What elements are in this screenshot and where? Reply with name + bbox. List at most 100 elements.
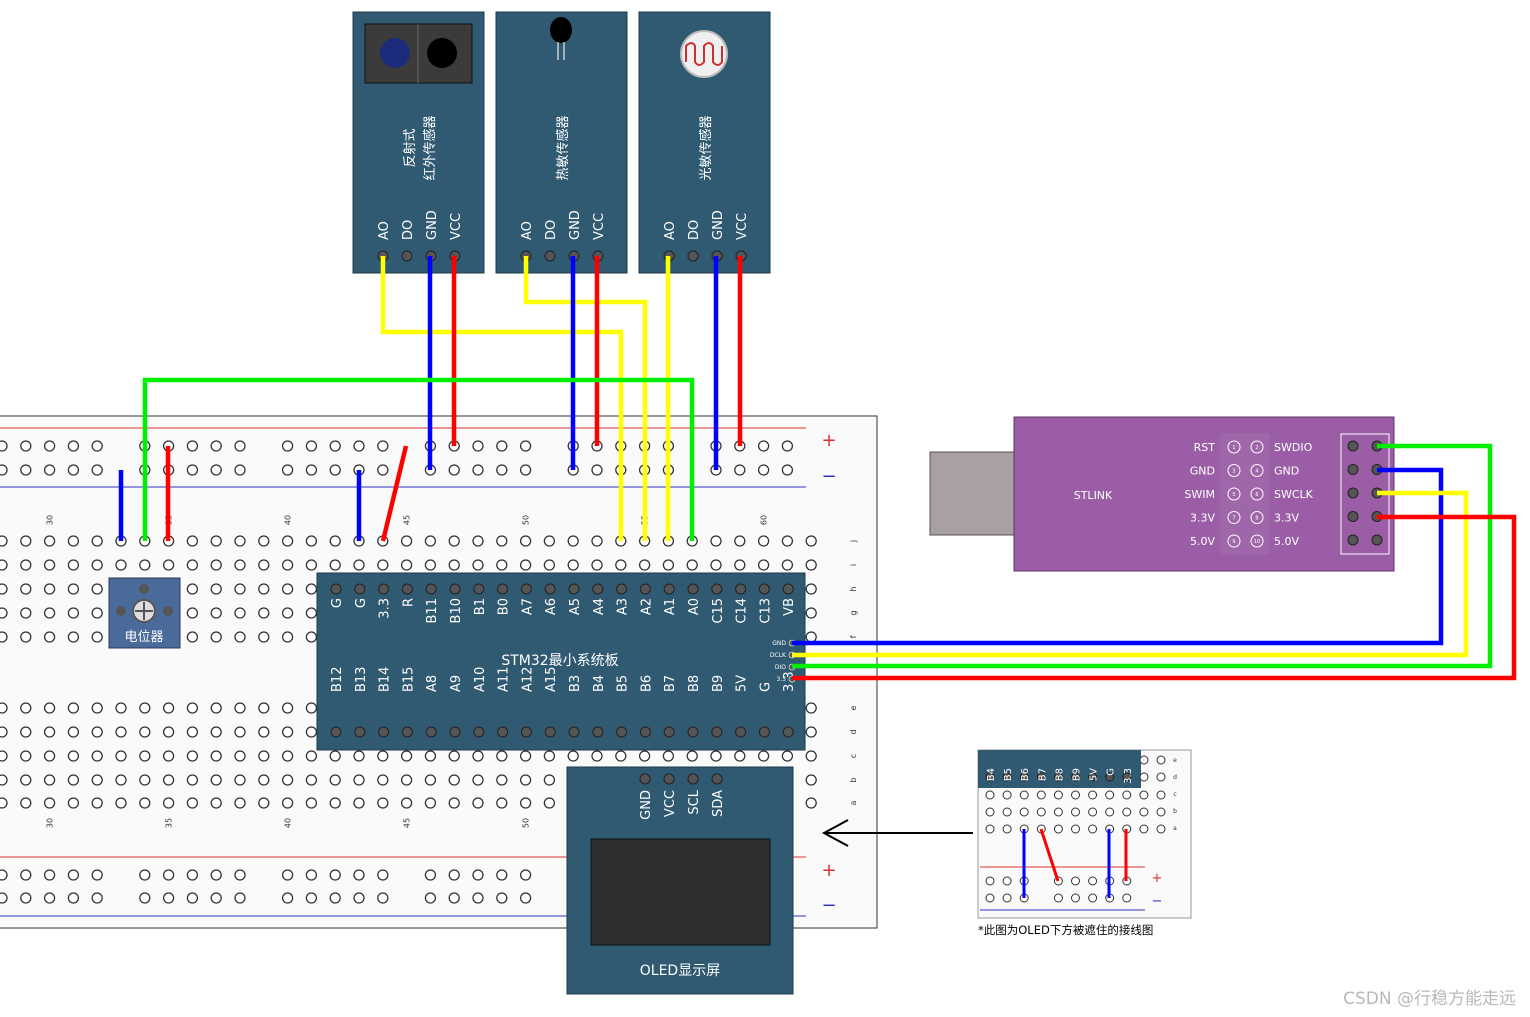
terminal-hole xyxy=(162,559,175,571)
stm32-bottom-pin-label: B13 xyxy=(354,667,369,692)
terminal-hole xyxy=(139,702,151,714)
rail-hole xyxy=(67,440,80,452)
stm32-bottom-pin-label: B4 xyxy=(592,675,607,692)
terminal-hole xyxy=(281,631,294,643)
sensor-pin-label: DO xyxy=(401,220,416,240)
stm32-bottom-pin-label: B8 xyxy=(687,675,702,692)
stm32-top-pin-label: A6 xyxy=(544,598,559,615)
stm32-bottom-pin-label: B14 xyxy=(378,667,393,692)
rail-hole xyxy=(305,464,318,476)
inset-hole xyxy=(1105,807,1115,817)
sensor-pin-label: DO xyxy=(687,220,702,240)
row-letter: c xyxy=(849,754,858,758)
header-pin xyxy=(1347,511,1359,522)
terminal-hole xyxy=(377,559,389,571)
terminal-hole xyxy=(234,559,246,571)
inset-hole xyxy=(1156,790,1166,800)
terminal-hole xyxy=(115,774,127,786)
terminal-hole xyxy=(67,559,80,571)
rail-hole xyxy=(234,869,246,881)
stm32-top-pin-label: B1 xyxy=(473,598,488,615)
rail-hole xyxy=(186,440,199,452)
rail-hole xyxy=(281,869,294,881)
terminal-hole xyxy=(567,750,579,762)
sensor-title: 热敏传感器 xyxy=(555,115,571,180)
terminal-hole xyxy=(210,750,222,762)
terminal-hole xyxy=(543,750,556,762)
stm32-pin xyxy=(758,583,770,595)
stlink-pin-number: 1 xyxy=(1232,445,1235,451)
inset-hole xyxy=(1105,790,1115,800)
terminal-hole xyxy=(353,774,365,786)
stm32-bottom-pin-label: B15 xyxy=(401,667,416,692)
stm32-title: STM32最小系统板 xyxy=(501,653,618,669)
terminal-hole xyxy=(162,702,175,714)
stm32-pin xyxy=(401,726,413,738)
terminal-hole xyxy=(757,535,770,547)
terminal-hole xyxy=(91,559,103,571)
terminal-hole xyxy=(139,774,151,786)
terminal-hole xyxy=(353,750,365,762)
sensor-pin-label: GND xyxy=(425,210,440,240)
terminal-hole xyxy=(496,774,508,786)
row-letter: i xyxy=(849,564,858,566)
terminal-hole xyxy=(0,607,8,619)
rail-hole xyxy=(329,440,341,452)
terminal-hole xyxy=(43,535,56,547)
sensor-pin-label: GND xyxy=(711,210,726,240)
terminal-hole xyxy=(20,535,32,547)
terminal-hole xyxy=(281,702,294,714)
terminal-hole xyxy=(377,797,389,809)
terminal-hole xyxy=(686,750,698,762)
terminal-hole xyxy=(400,559,413,571)
inset-row-letter: c xyxy=(1173,791,1176,798)
column-number: 50 xyxy=(522,818,531,828)
terminal-hole xyxy=(377,774,389,786)
stm32-bottom-pin-label: A15 xyxy=(544,667,559,692)
terminal-hole xyxy=(353,797,365,809)
rail-hole xyxy=(234,440,246,452)
terminal-hole xyxy=(258,774,270,786)
terminal-hole xyxy=(139,797,151,809)
rail-hole xyxy=(496,869,508,881)
terminal-hole xyxy=(543,774,556,786)
stm32-pin xyxy=(497,583,509,595)
rail-hole xyxy=(377,892,389,904)
terminal-hole xyxy=(43,631,56,643)
rail-hole xyxy=(43,464,56,476)
rail-hole xyxy=(353,869,365,881)
rail-hole xyxy=(234,464,246,476)
terminal-hole xyxy=(91,535,103,547)
terminal-hole xyxy=(258,631,270,643)
sensor-pin-label: VCC xyxy=(592,213,607,240)
rail-hole xyxy=(734,464,746,476)
rail-plus-label: + xyxy=(821,430,836,451)
terminal-hole xyxy=(377,750,389,762)
terminal-hole xyxy=(662,750,675,762)
terminal-hole xyxy=(234,702,246,714)
column-number: 60 xyxy=(760,515,769,525)
stm32-top-pin-label: A0 xyxy=(687,598,702,615)
stm32-top-pin-label: G xyxy=(354,598,369,608)
swd-pin-label: GND xyxy=(772,640,786,647)
terminal-hole xyxy=(757,750,770,762)
swd-pin-label: DCLK xyxy=(770,652,787,659)
stlink-left-label: RST xyxy=(1194,441,1216,454)
terminal-hole xyxy=(329,774,341,786)
terminal-hole xyxy=(448,774,460,786)
terminal-hole xyxy=(734,750,746,762)
terminal-hole xyxy=(186,702,199,714)
stm32-bottom-pin-label: G xyxy=(758,682,773,692)
terminal-hole xyxy=(615,559,627,571)
rail-hole xyxy=(20,440,32,452)
inset-pin-label: B5 xyxy=(1003,768,1014,781)
terminal-hole xyxy=(67,774,80,786)
rail-hole xyxy=(472,464,484,476)
row-letter: b xyxy=(849,777,858,782)
stm32-pin xyxy=(449,726,461,738)
rail-hole xyxy=(472,440,484,452)
rail-hole xyxy=(496,440,508,452)
terminal-hole xyxy=(210,607,222,619)
terminal-hole xyxy=(258,726,270,738)
